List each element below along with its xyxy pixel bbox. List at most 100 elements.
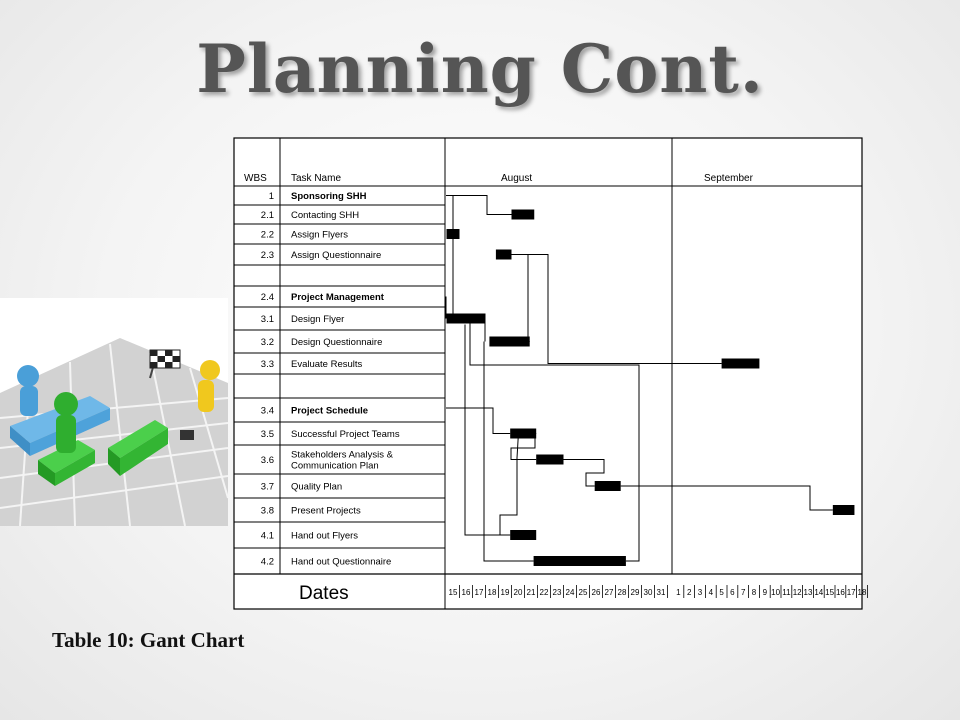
day-tick-label: 7: [741, 588, 746, 597]
wbs-cell: 3.1: [261, 314, 274, 325]
task-name-cell: Project Management: [291, 292, 385, 303]
day-tick-label: 9: [763, 588, 768, 597]
wbs-cell: 3.5: [261, 429, 274, 440]
day-tick-label: 3: [698, 588, 703, 597]
figure-caption: Table 10: Gant Chart: [52, 628, 245, 652]
dependency-link: [469, 322, 640, 562]
day-tick-label: 23: [553, 588, 562, 597]
task-name-cell: Assign Questionnaire: [291, 250, 381, 261]
wbs-cell: 3.2: [261, 337, 274, 348]
task-name-cell: Quality Plan: [291, 482, 342, 493]
day-tick-label: 18: [858, 588, 867, 597]
wbs-cell: 3.7: [261, 482, 274, 493]
day-tick-label: 22: [540, 588, 549, 597]
task-bar: [533, 556, 626, 566]
wbs-cell: 4.2: [261, 557, 274, 568]
task-name-cell: Hand out Flyers: [291, 531, 358, 542]
wbs-cell: 4.1: [261, 531, 274, 542]
day-tick-label: 27: [605, 588, 614, 597]
day-tick-label: 10: [771, 588, 780, 597]
day-tick-label: 21: [527, 588, 536, 597]
day-tick-label: 4: [709, 588, 714, 597]
task-bar: [511, 209, 535, 220]
wbs-cell: 2.1: [261, 210, 274, 221]
wbs-cell: 2.4: [261, 292, 274, 303]
teamwork-clipart: [0, 298, 228, 526]
task-bar: [489, 336, 530, 347]
month-label-august: August: [501, 173, 532, 184]
wbs-cell: 2.3: [261, 250, 274, 261]
dependency-link: [511, 254, 722, 364]
wbs-cell: 2.2: [261, 230, 274, 241]
dependency-link: [446, 407, 511, 434]
day-tick-label: 18: [488, 588, 497, 597]
task-bar: [495, 249, 512, 260]
wbs-header: WBS: [244, 173, 267, 184]
task-name-cell: Present Projects: [291, 506, 361, 517]
gantt-bars: [446, 209, 855, 566]
month-label-september: September: [704, 173, 754, 184]
task-name-cell: Successful Project Teams: [291, 429, 400, 440]
task-name-cell: Contacting SHH: [291, 210, 359, 221]
day-tick-label: 14: [814, 588, 823, 597]
day-tick-label: 30: [644, 588, 653, 597]
wbs-cell: 1: [269, 191, 274, 202]
day-tick-label: 29: [631, 588, 640, 597]
wbs-cell: 3.6: [261, 455, 274, 466]
day-tick-label: 19: [501, 588, 510, 597]
dates-label: Dates: [299, 583, 349, 604]
dependency-link: [499, 437, 519, 535]
task-name-cell: Design Questionnaire: [291, 337, 382, 348]
day-tick-label: 31: [657, 588, 666, 597]
day-tick-label: 6: [730, 588, 735, 597]
task-name-cell: Design Flyer: [291, 314, 344, 325]
task-name-cell: Evaluate Results: [291, 359, 363, 370]
task-bar: [446, 229, 460, 239]
day-tick-label: 16: [836, 588, 845, 597]
task-name-cell: Assign Flyers: [291, 230, 348, 241]
task-bar: [510, 428, 537, 439]
task-name-cell-continued: Communication Plan: [291, 461, 379, 472]
task-bar: [594, 481, 621, 491]
wbs-cell: 3.8: [261, 506, 274, 517]
task-name-header: Task Name: [291, 173, 341, 184]
dependency-link: [446, 195, 512, 215]
day-tick-label: 1: [676, 588, 681, 597]
day-tick-label: 8: [752, 588, 757, 597]
day-tick-label: 16: [462, 588, 471, 597]
wbs-cell: 3.4: [261, 406, 274, 417]
wbs-cell: 3.3: [261, 359, 274, 370]
task-bar: [832, 505, 855, 515]
gantt-dependency-links: [445, 195, 833, 562]
day-tick-label: 15: [825, 588, 834, 597]
day-tick-label: 24: [566, 588, 575, 597]
gantt-border: [233, 137, 863, 610]
slide-title: Planning Cont.: [196, 30, 764, 108]
dependency-link: [563, 459, 605, 487]
day-tick-label: 13: [804, 588, 813, 597]
day-tick-label: 28: [618, 588, 627, 597]
day-tick-label: 26: [592, 588, 601, 597]
dependency-link: [483, 341, 534, 562]
task-name-cell: Stakeholders Analysis &: [291, 450, 394, 461]
task-bar: [510, 530, 537, 540]
day-tick-label: 2: [687, 588, 692, 597]
task-bar: [721, 358, 760, 369]
task-name-cell: Sponsoring SHH: [291, 191, 367, 202]
day-tick-label: 17: [847, 588, 856, 597]
day-tick-label: 17: [475, 588, 484, 597]
dependency-link: [620, 485, 833, 511]
task-bar: [536, 454, 564, 465]
day-tick-label: 11: [782, 588, 791, 597]
task-name-cell: Hand out Questionnaire: [291, 557, 391, 568]
dependency-link: [464, 324, 511, 536]
day-tick-label: 5: [719, 588, 724, 597]
checkered-flag-icon: [149, 349, 181, 379]
task-name-cell: Project Schedule: [291, 406, 368, 417]
day-tick-label: 25: [579, 588, 588, 597]
task-bar: [446, 313, 486, 324]
